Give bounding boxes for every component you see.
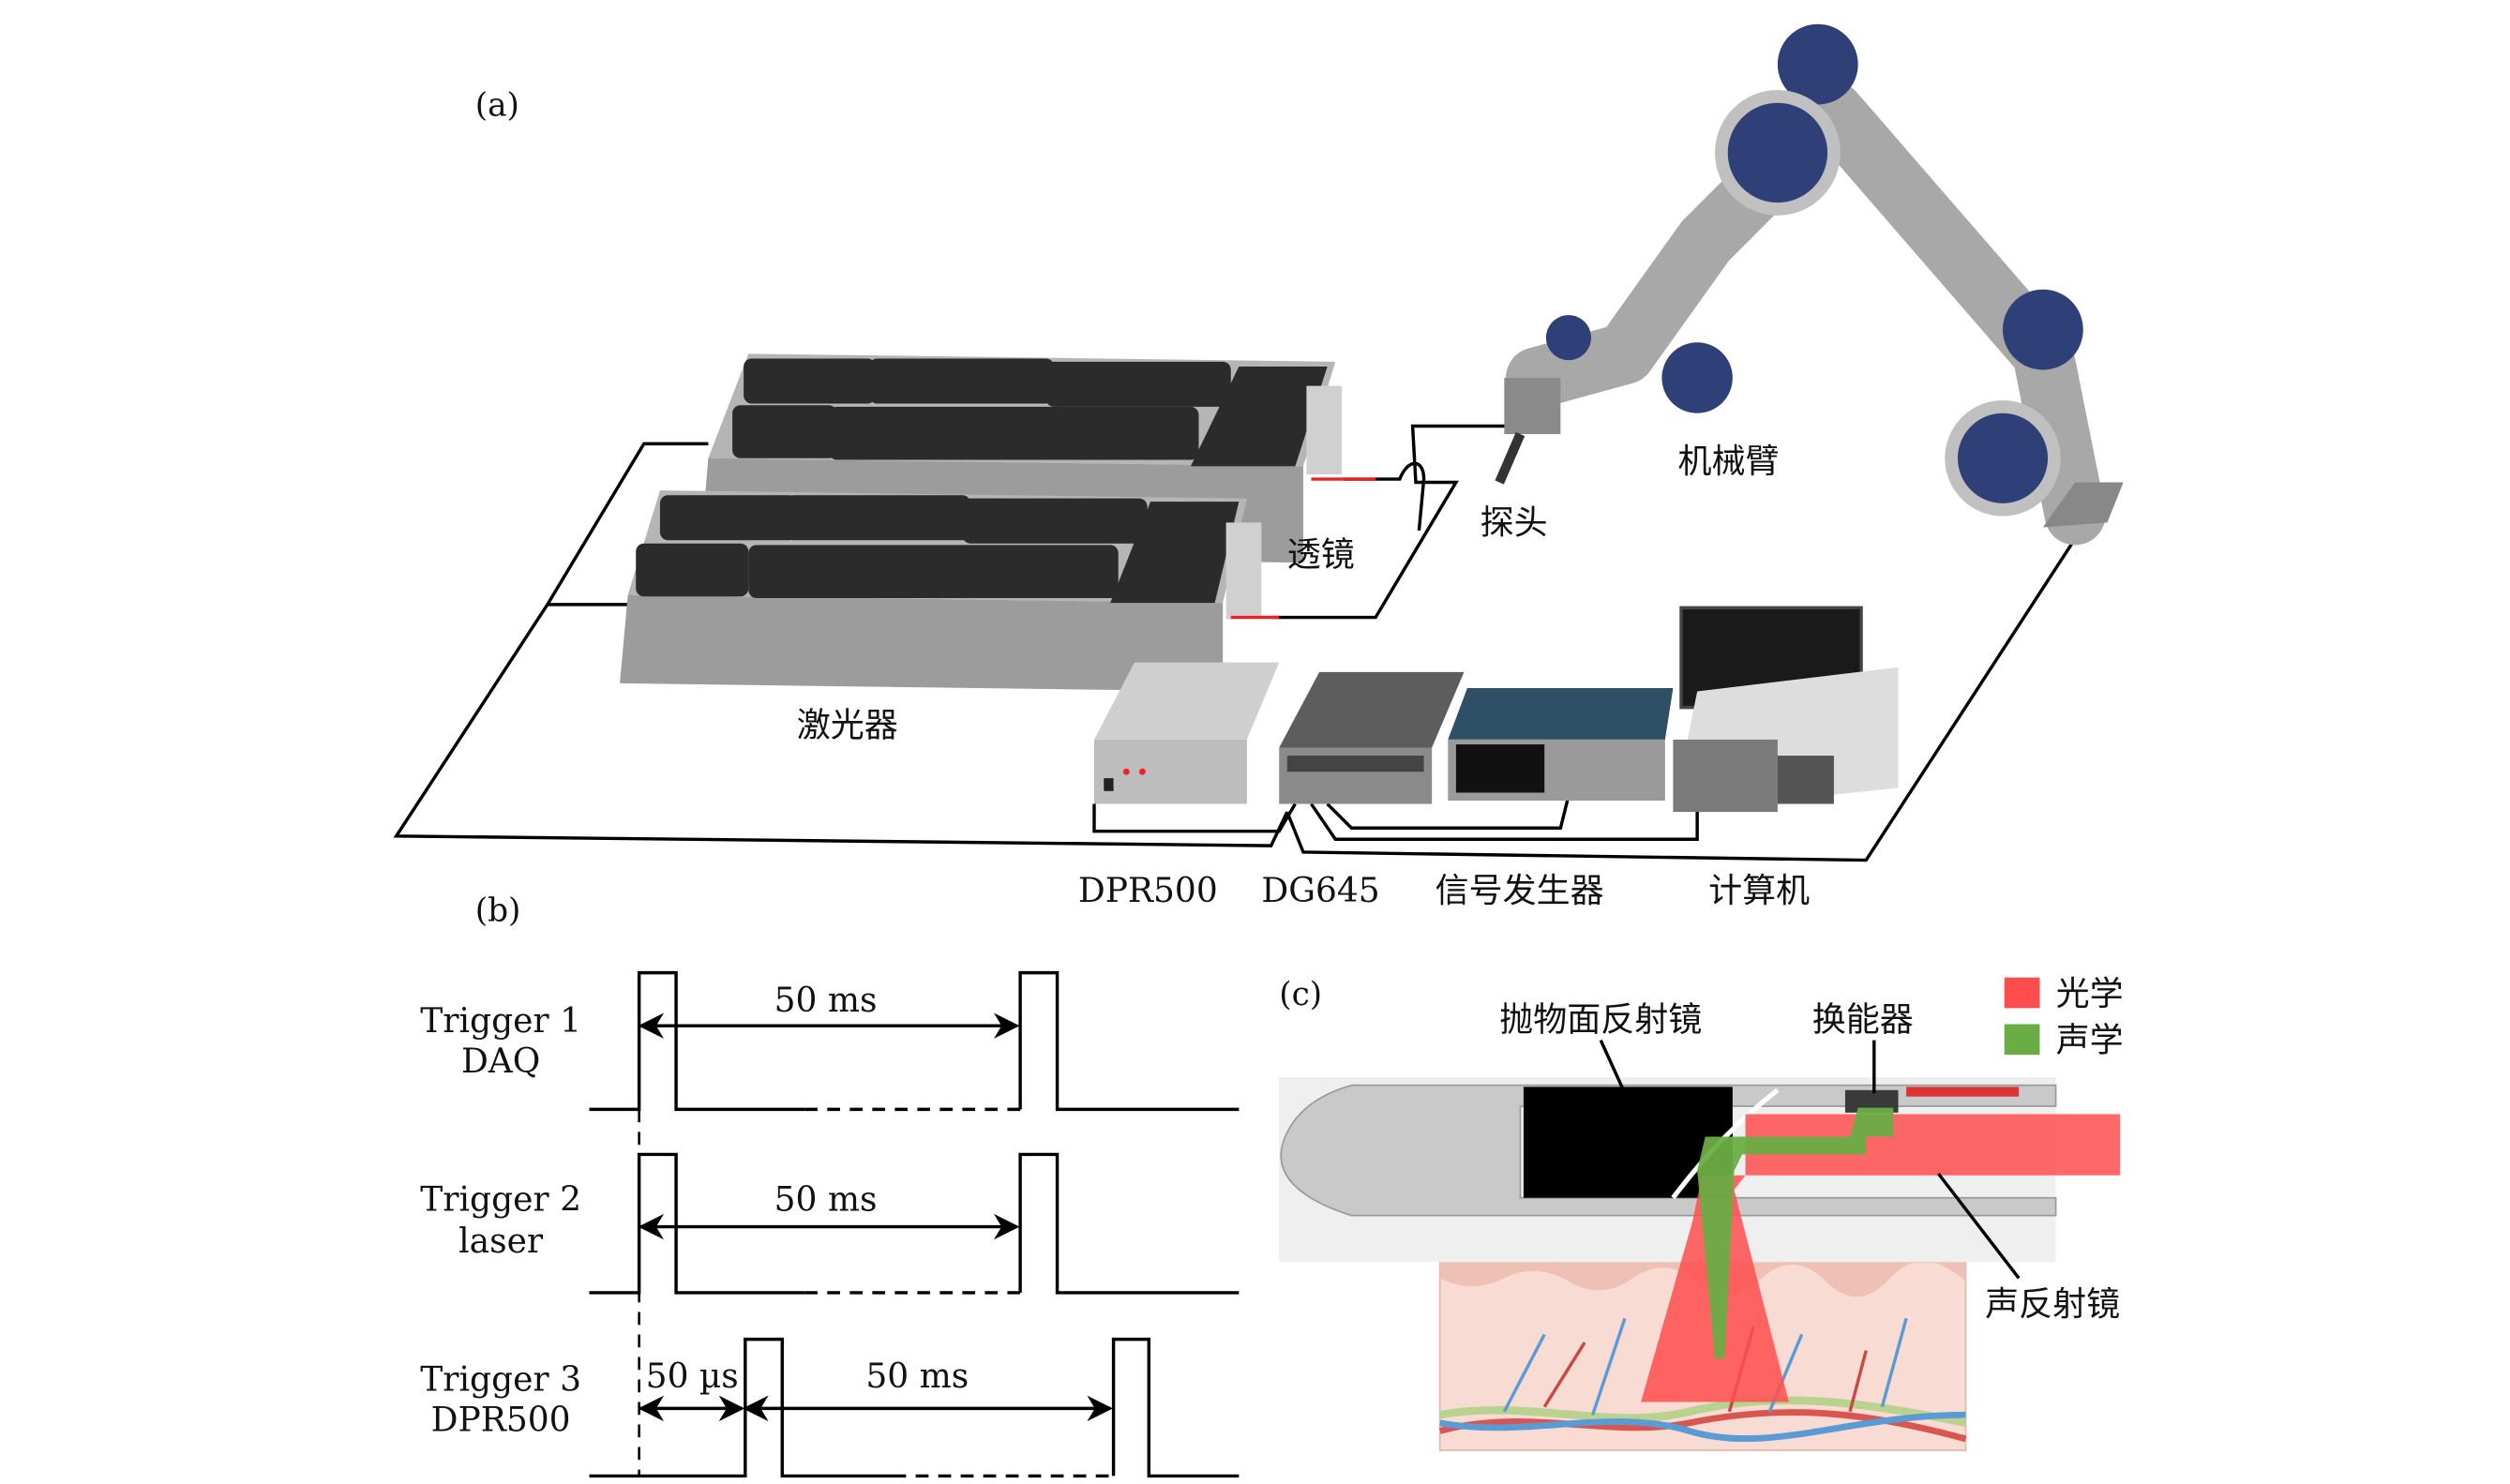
- dg645-label: DG645: [1261, 872, 1379, 910]
- transducer-label: 换能器: [1812, 1000, 1914, 1039]
- dg645-device: [1279, 671, 1465, 804]
- acoustic-mirror-label: 声反射镜: [1985, 1285, 2120, 1324]
- legend-swatch-optical: [2004, 977, 2040, 1009]
- trigger-3-name: Trigger 3: [420, 1361, 581, 1400]
- dpr500-device: [1093, 662, 1280, 804]
- signal-generator-device: [1448, 688, 1674, 802]
- panel-a: (a): [393, 23, 2124, 910]
- trigger-3-device: DPR500: [431, 1401, 571, 1439]
- trigger-3-delay: 50 µs: [646, 1357, 739, 1396]
- signal-generator-label: 信号发生器: [1435, 872, 1604, 910]
- trigger-cable: [393, 442, 1297, 847]
- panel-c-label: (c): [1279, 976, 1322, 1013]
- panel-c: (c) 抛物面反射镜: [1279, 975, 2124, 1451]
- robot-arm: [1495, 23, 2124, 546]
- trigger-2-name: Trigger 2: [420, 1180, 581, 1219]
- signal-cable: [1285, 537, 2077, 862]
- trigger-1-name: Trigger 1: [420, 1002, 581, 1041]
- laser-label: 激光器: [797, 706, 898, 744]
- acoustic-mirror-leader: [1937, 1172, 2021, 1280]
- probe-label: 探头: [1480, 503, 1548, 542]
- legend-label-optical: 光学: [2056, 975, 2124, 1013]
- trigger-3-waveform: [589, 1337, 1240, 1478]
- fiber-cable: [1270, 424, 1512, 620]
- robot-arm-label: 机械臂: [1678, 442, 1780, 481]
- computer-device: [1673, 606, 1899, 813]
- legend: 光学 声学: [2004, 975, 2124, 1060]
- legend-label-acoustic: 声学: [2056, 1022, 2124, 1060]
- trigger-2-device: laser: [458, 1222, 544, 1261]
- trigger-1-device: DAQ: [461, 1042, 540, 1081]
- dpr500-label: DPR500: [1078, 872, 1218, 910]
- acoustic-beam: [1697, 1107, 1894, 1359]
- laser-unit-bottom: [620, 490, 1280, 692]
- optical-beam: [1641, 1114, 2121, 1402]
- parabolic-mirror-leader: [1599, 1039, 1627, 1094]
- lens-label: 透镜: [1287, 536, 1355, 575]
- parabolic-mirror-cavity: [1523, 1087, 1733, 1198]
- panel-b: (b) Trigger 1 DAQ 50 ms Trigger 2 laser …: [420, 892, 1240, 1478]
- trigger-2-period: 50 ms: [774, 1180, 878, 1219]
- trigger-1-period: 50 ms: [774, 982, 878, 1020]
- parabolic-mirror-label: 抛物面反射镜: [1499, 1000, 1702, 1039]
- legend-swatch-acoustic: [2004, 1024, 2040, 1056]
- trigger-3-period: 50 ms: [865, 1357, 969, 1396]
- panel-a-label: (a): [475, 86, 519, 124]
- panel-b-label: (b): [475, 892, 521, 930]
- trigger-2-waveform: [589, 1152, 1240, 1295]
- trigger-1-waveform: [589, 970, 1240, 1112]
- computer-label: 计算机: [1708, 872, 1810, 910]
